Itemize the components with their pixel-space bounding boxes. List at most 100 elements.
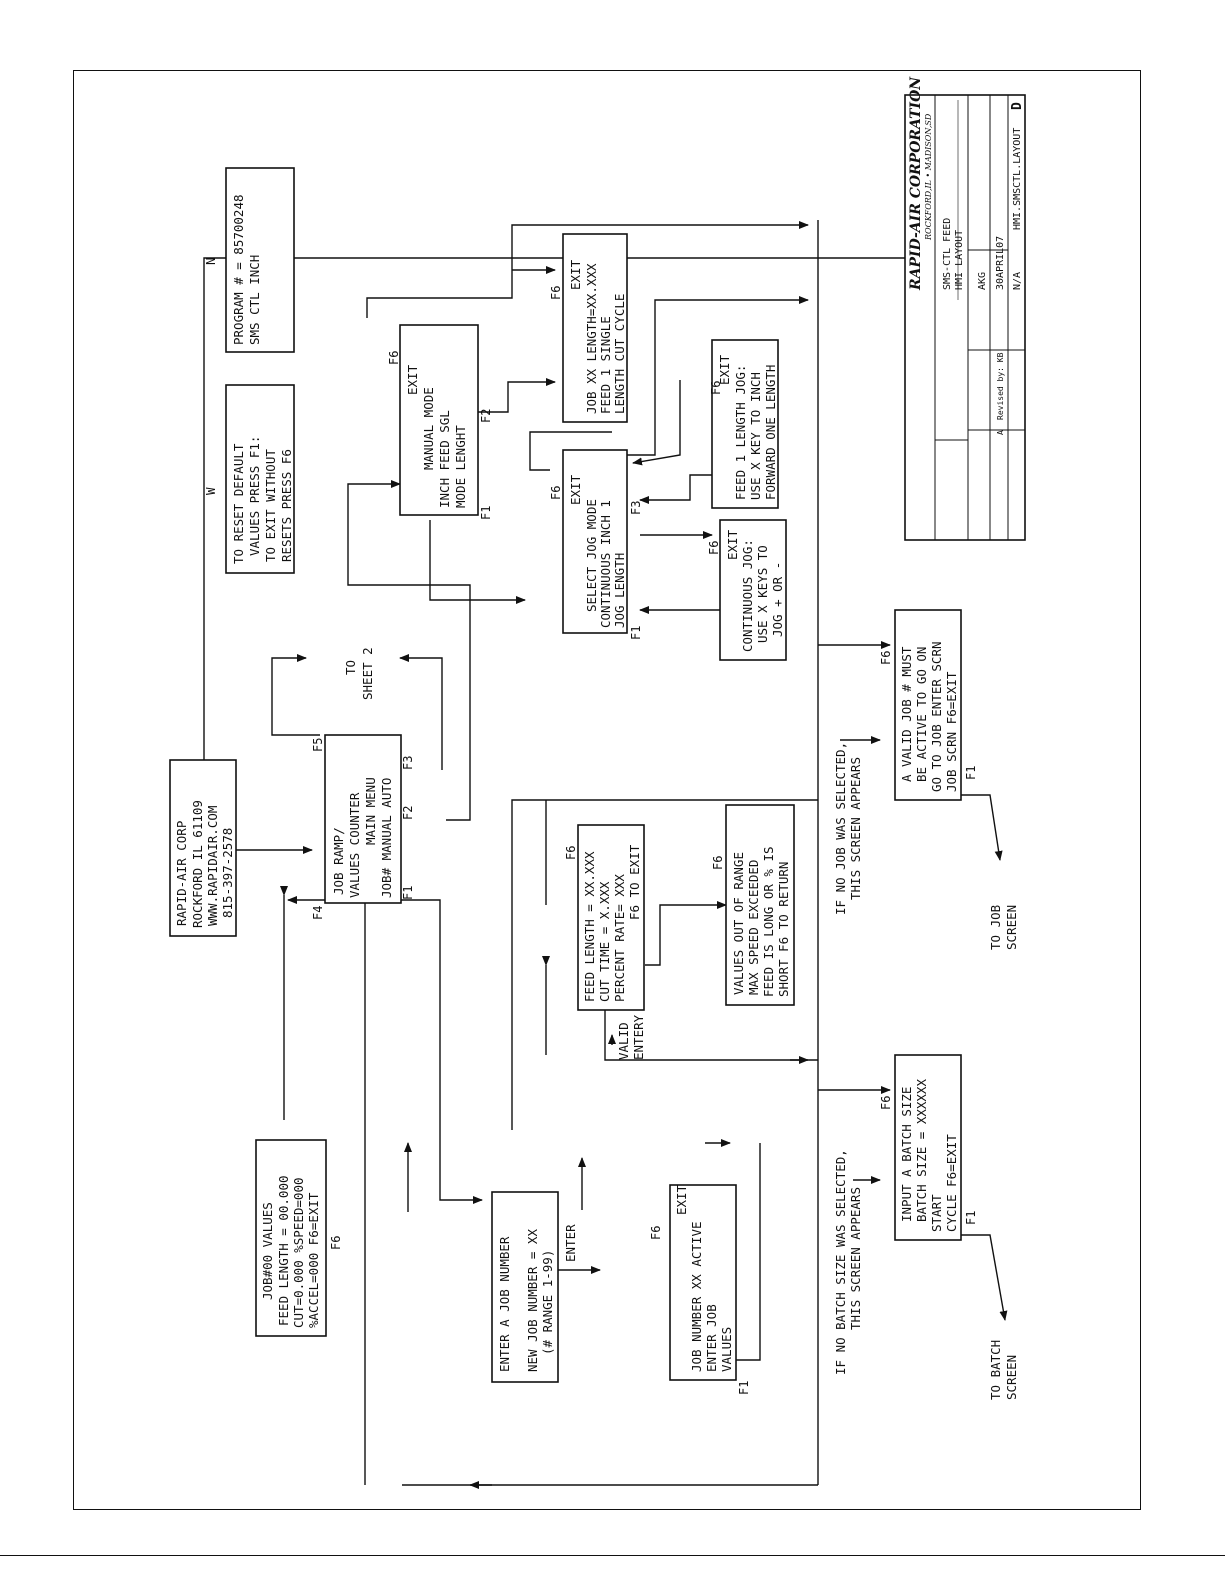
job-number-active-line-2: JOB NUMBER XX ACTIVE bbox=[689, 1221, 704, 1372]
rapid-air-corp-line-4: 815-397-2578 bbox=[220, 828, 235, 918]
continuous-jog-f6-key: F6 bbox=[707, 541, 721, 555]
program-number-box bbox=[225, 167, 295, 353]
w-label: W bbox=[203, 487, 218, 495]
rapid-air-corp-box bbox=[169, 759, 237, 937]
feed-one-length-line-4: FORWARD ONE LENGTH bbox=[763, 365, 778, 500]
job-number-active-f1-key: F1 bbox=[737, 1381, 751, 1395]
feed-one-length-line-1: EXIT bbox=[717, 354, 732, 385]
main-menu-f1-key: F1 bbox=[401, 886, 415, 900]
out-of-range-f6-key: F6 bbox=[711, 856, 725, 870]
batch-size-box bbox=[894, 1054, 962, 1241]
out-of-range-box bbox=[725, 804, 795, 1006]
feed-length-f6-key: F6 bbox=[564, 846, 578, 860]
enter-job-number-line-3: (# RANGE 1-99) bbox=[540, 1250, 555, 1355]
job00-values-line-4: %ACCEL=000 F6=EXIT bbox=[306, 1192, 321, 1328]
jog-mode-line-4: JOG LENGTH bbox=[612, 553, 627, 628]
job00-values-box bbox=[255, 1139, 327, 1337]
jog-mode-box bbox=[562, 449, 628, 634]
job00-values-line-3: CUT=0.000 %SPEED=000 bbox=[291, 1177, 306, 1328]
valid-job-line-4: JOB SCRN F6=EXIT bbox=[944, 671, 959, 792]
job-number-active-f6-key: F6 bbox=[649, 1226, 663, 1240]
feed-length-line-3: PERCENT RATE= XXX bbox=[612, 874, 627, 1002]
valid-entery-line-1: VALID bbox=[616, 1022, 631, 1060]
single-cycle-box bbox=[562, 233, 628, 423]
valid-job-f1-key: F1 bbox=[964, 766, 978, 780]
reset-default-line-1: TO RESET DEFAULT bbox=[231, 443, 246, 564]
continuous-jog-line-1: EXIT bbox=[725, 529, 740, 560]
batch-size-f6-key: F6 bbox=[879, 1096, 893, 1110]
feed-one-length-line-2: FEED 1 LENGTH JOG: bbox=[733, 365, 748, 500]
single-cycle-f6-key: F6 bbox=[549, 286, 563, 300]
title-revised-by: Revised by: KB bbox=[996, 352, 1005, 420]
no-job-note-line-2: THIS SCREEN APPEARS bbox=[848, 757, 863, 900]
feed-one-length-jog-box bbox=[711, 339, 779, 509]
rapid-air-corp-line-3: WWW.RAPIDAIR.COM bbox=[205, 806, 220, 926]
single-cycle-line-1: EXIT bbox=[568, 259, 583, 290]
reset-default-line-4: RESETS PRESS F6 bbox=[279, 449, 294, 562]
single-cycle-line-4: LENGTH CUT CYCLE bbox=[612, 294, 627, 414]
reset-default-line-3: TO EXIT WITHOUT bbox=[263, 449, 278, 562]
out-of-range-line-3: FEED IS LONG OR % IS bbox=[761, 846, 776, 997]
feed-length-line-2: CUT TIME = X.XXX bbox=[597, 881, 612, 1002]
jog-mode-f1-key: F1 bbox=[629, 626, 643, 640]
manual-mode-f2-key: F2 bbox=[479, 409, 493, 423]
box-texts: RAPID-AIR CORP ROCKFORD IL 61109 WWW.RAP… bbox=[174, 194, 959, 1372]
job00-f6-key: F6 bbox=[329, 1236, 343, 1250]
function-key-labels: F1 F2 F3 F4 F5 F1 F2 F6 F6 F1 F3 F6 F6 F… bbox=[311, 286, 978, 1395]
out-of-range-line-2: MAX SPEED EXCEEDED bbox=[746, 860, 761, 995]
main-menu-f2-key: F2 bbox=[401, 806, 415, 820]
out-of-range-line-4: SHORT F6 TO RETURN bbox=[776, 862, 791, 997]
feed-length-line-4: F6 TO EXIT bbox=[627, 844, 642, 920]
to-batch-screen-line-2: SCREEN bbox=[1004, 1355, 1019, 1400]
jog-mode-line-2: SELECT JOG MODE bbox=[584, 499, 599, 612]
n-label: N bbox=[203, 257, 218, 265]
batch-size-f1-key: F1 bbox=[964, 1211, 978, 1225]
single-cycle-line-2: JOB XX LENGTH=XX.XXX bbox=[584, 263, 599, 414]
reset-default-line-2: VALUES PRESS F1: bbox=[247, 436, 262, 556]
valid-entery-line-2: ENTERY bbox=[631, 1014, 646, 1060]
main-menu-line-1: JOB RAMP/ bbox=[331, 827, 346, 895]
feed-length-line-1: FEED LENGTH = XX.XXX bbox=[582, 851, 597, 1002]
out-of-range-line-1: VALUES OUT OF RANGE bbox=[731, 852, 746, 995]
title-company: RAPID-AIR CORPORATION bbox=[908, 76, 924, 291]
title-location: ROCKFORD,IL • MADISON,SD bbox=[924, 113, 933, 241]
job-number-active-line-1: EXIT bbox=[674, 1184, 689, 1215]
program-number-line-1: PROGRAM # = 85700248 bbox=[231, 194, 246, 345]
page-bottom-rule bbox=[0, 1555, 1225, 1556]
valid-job-line-2: BE ACTIVE TO GO ON bbox=[914, 647, 929, 782]
to-sheet-2-line-2: SHEET 2 bbox=[360, 647, 375, 700]
job00-values-line-2: FEED LENGTH = 00.000 bbox=[276, 1175, 291, 1326]
batch-size-line-1: INPUT A BATCH SIZE bbox=[899, 1087, 914, 1222]
enter-job-number-line-1: ENTER A JOB NUMBER bbox=[497, 1236, 512, 1372]
jog-mode-f3-key: F3 bbox=[629, 501, 643, 515]
main-menu-f5-key: F5 bbox=[311, 738, 325, 752]
to-job-screen-line-1: TO JOB bbox=[988, 905, 1003, 950]
manual-mode-line-2: MANUAL MODE bbox=[421, 387, 436, 470]
rapid-air-corp-line-2: ROCKFORD IL 61109 bbox=[190, 800, 205, 928]
title-drawn-by: AKG bbox=[977, 272, 988, 290]
valid-job-line-1: A VALID JOB # MUST bbox=[899, 646, 914, 782]
enter-job-number-line-2: NEW JOB NUMBER = XX bbox=[525, 1229, 540, 1372]
no-batch-note-line-1: IF NO BATCH SIZE WAS SELECTED, bbox=[833, 1149, 848, 1375]
job-number-active-box bbox=[669, 1184, 737, 1381]
jog-mode-line-3: CONTINUOUS INCH 1 bbox=[598, 500, 613, 628]
title-rev-letter: A bbox=[996, 430, 1005, 435]
main-menu-f3-key: F3 bbox=[401, 756, 415, 770]
rapid-air-corp-line-1: RAPID-AIR CORP bbox=[174, 821, 189, 926]
title-part-name-line-2: HMI LAYOUT bbox=[954, 230, 965, 290]
manual-mode-box bbox=[399, 324, 479, 516]
flow-labels: TO SHEET 2 VALID ENTERY ENTER IF NO JOB … bbox=[203, 257, 1019, 1400]
continuous-jog-line-3: USE X KEYS TO bbox=[755, 545, 770, 643]
valid-job-f6-key: F6 bbox=[879, 651, 893, 665]
job-number-active-line-3: ENTER JOB bbox=[704, 1304, 719, 1372]
program-number-line-2: SMS CTL INCH bbox=[247, 255, 262, 345]
enter-label: ENTER bbox=[563, 1224, 578, 1262]
job00-values-line-1: JOB#00 VALUES bbox=[260, 1202, 275, 1300]
feed-one-length-f6-key: F6 bbox=[709, 381, 723, 395]
title-drawing-number: HMI.SMSCTL.LAYOUT bbox=[1012, 128, 1023, 230]
batch-size-line-4: CYCLE F6=EXIT bbox=[944, 1134, 959, 1232]
no-job-note-line-1: IF NO JOB WAS SELECTED, bbox=[833, 742, 848, 915]
main-menu-line-2: VALUES COUNTER bbox=[347, 792, 362, 898]
title-block: RAPID-AIR CORPORATION ROCKFORD,IL • MADI… bbox=[904, 76, 1026, 541]
